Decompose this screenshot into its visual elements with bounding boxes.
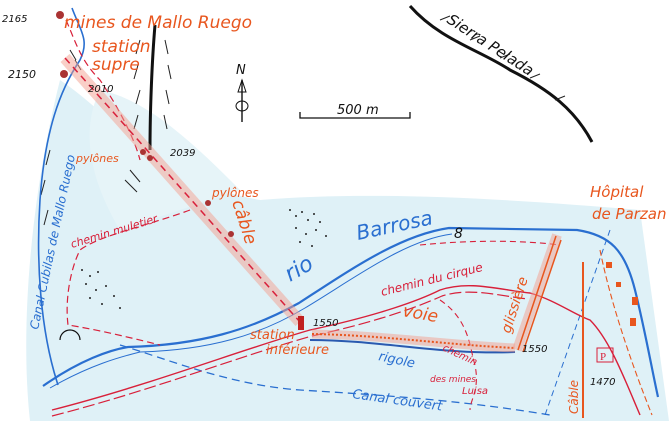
cliff-ridge bbox=[148, 24, 157, 151]
road-main-2 bbox=[51, 291, 529, 417]
rio-barrosa-bank bbox=[49, 233, 453, 389]
label-pylones-2: pylônes bbox=[211, 186, 259, 200]
station-inferieure-marker bbox=[298, 316, 304, 330]
label-mines: mines de Mallo Ruego bbox=[64, 13, 252, 33]
north-label: N bbox=[236, 63, 246, 78]
hachures bbox=[40, 15, 566, 226]
cable-line bbox=[64, 57, 301, 323]
alt-2165: 2165 bbox=[2, 14, 27, 25]
parking-label: P bbox=[600, 351, 606, 363]
label-station-inf-1: station bbox=[250, 328, 295, 343]
label-hopital-1: Hôpital bbox=[590, 183, 644, 201]
hospital-road bbox=[599, 249, 653, 416]
label-chemin-mines-3: Luisa bbox=[462, 386, 488, 397]
canal-cubilas bbox=[37, 7, 85, 386]
valley-wash bbox=[26, 80, 669, 421]
label-station-sup-2: supre bbox=[92, 55, 140, 75]
scree-dots bbox=[81, 209, 327, 309]
rio-barrosa bbox=[42, 226, 660, 398]
label-hopital-2: de Parzan bbox=[592, 205, 667, 223]
alt-1550-station: 1550 bbox=[313, 318, 338, 329]
label-cable-right: Câble bbox=[567, 380, 581, 414]
scale-bar bbox=[299, 112, 411, 119]
label-chemin-mines-2: des mines bbox=[430, 375, 476, 385]
cable-right-line bbox=[544, 229, 611, 416]
chemin-mines-luisa-path bbox=[419, 240, 561, 411]
alt-2039: 2039 bbox=[170, 148, 195, 159]
canal-couvert bbox=[119, 344, 551, 416]
label-station-inf-2: inférieure bbox=[266, 343, 329, 358]
glissiere-line bbox=[517, 235, 562, 353]
label-sierra-pelada: Sierra Pelada bbox=[444, 10, 537, 79]
alt-2010: 2010 bbox=[88, 84, 113, 95]
label-station-sup-1: station bbox=[92, 37, 151, 57]
alt-1470: 1470 bbox=[590, 377, 615, 388]
voie-line bbox=[311, 333, 516, 349]
hospital-buildings bbox=[606, 262, 638, 326]
label-pylones-1: pylônes bbox=[75, 152, 119, 165]
alt-2150: 2150 bbox=[8, 68, 36, 81]
north-arrow: N bbox=[235, 63, 249, 122]
road-main bbox=[51, 284, 641, 416]
bridge-8-mark: 8 bbox=[454, 226, 463, 242]
sierra-pelada-ridge bbox=[408, 5, 594, 143]
pylons bbox=[56, 11, 234, 237]
chemin-muletier-path bbox=[66, 209, 191, 346]
scale-label: 500 m bbox=[337, 103, 379, 118]
rigole bbox=[309, 339, 516, 354]
parking-sign bbox=[596, 347, 614, 363]
alt-1550-glissiere: 1550 bbox=[522, 344, 547, 355]
tunnel-arc bbox=[59, 329, 81, 341]
label-rigole: rigole bbox=[377, 349, 416, 371]
